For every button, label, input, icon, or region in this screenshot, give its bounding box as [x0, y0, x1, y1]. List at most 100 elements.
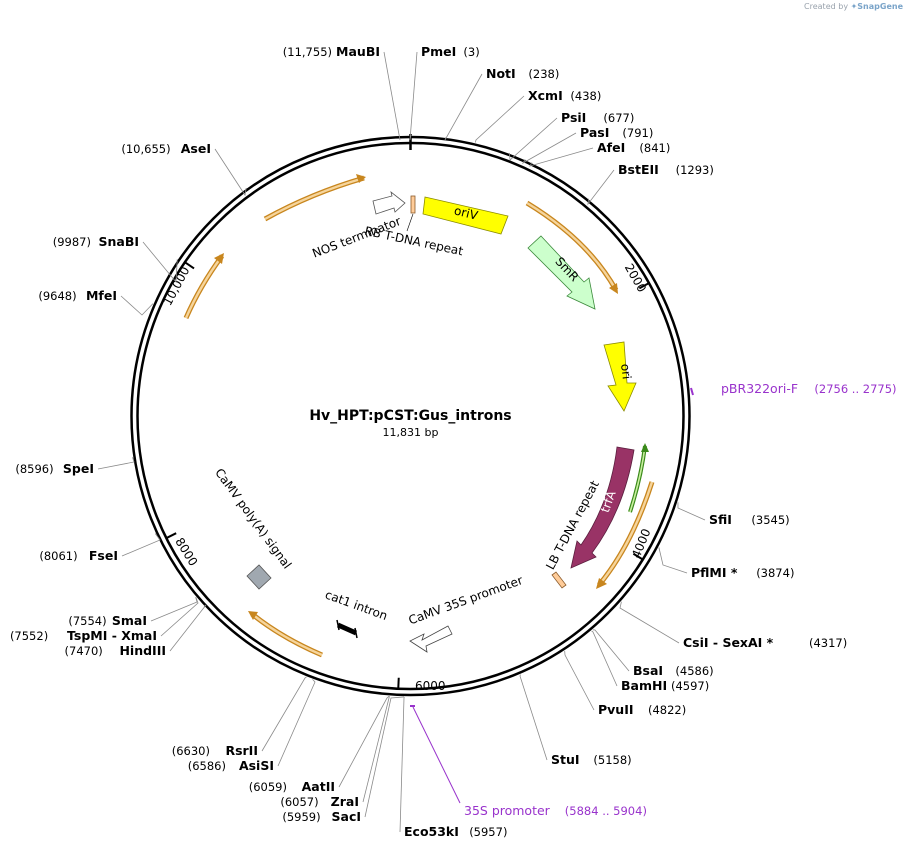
site-leader-line	[97, 457, 135, 470]
site-position: (791)	[622, 126, 653, 140]
site-name: BsaI	[633, 663, 663, 678]
site-leader-line	[150, 597, 198, 622]
site-Eco53kI[interactable]: Eco53kI(5957)	[399, 696, 507, 839]
site-RsrII[interactable]: RsrII(6630)	[172, 676, 307, 758]
primer-annotations: pBR322ori-F(2756 .. 2775) 35S promoter(58…	[410, 381, 897, 818]
primer-pBR322ori-F[interactable]: pBR322ori-F(2756 .. 2775)	[690, 381, 897, 396]
site-PmeI[interactable]: PmeI(3)	[409, 44, 480, 141]
site-BstEII[interactable]: BstEII(1293)	[587, 162, 714, 206]
site-leader-line	[160, 597, 199, 637]
site-AfeI[interactable]: AfeI(841)	[529, 140, 670, 167]
site-BsaI[interactable]: BsaI (4586)	[592, 629, 714, 678]
feature-trfA	[570, 446, 635, 569]
site-position: (5957)	[469, 825, 507, 839]
site-name: PmeI	[421, 44, 456, 59]
site-SnaBI[interactable]: SnaBI (9987)	[53, 234, 178, 284]
site-leader-line	[214, 148, 247, 197]
site-name: SmaI	[112, 613, 147, 628]
site-position: (7554)	[68, 614, 106, 628]
site-name: PsiI	[561, 110, 586, 125]
site-leader-line	[519, 674, 548, 761]
site-CsiI-SexAI[interactable]: CsiI - SexAI *(4317)	[619, 601, 847, 650]
site-name: MauBI	[336, 44, 380, 59]
snapgene-logo-icon: ✦	[850, 2, 858, 11]
primer-name: pBR322ori-F	[721, 381, 798, 396]
site-name: HindIII	[119, 643, 166, 658]
site-StuI[interactable]: StuI(5158)	[519, 674, 632, 767]
label-CaMV-35S-promoter: CaMV 35S promoter	[407, 573, 525, 627]
site-leader-line	[121, 533, 161, 557]
site-AatII[interactable]: AatII(6059)	[249, 695, 390, 794]
site-position: (9987)	[53, 235, 91, 249]
orf-arc-top-left	[263, 175, 365, 222]
tick-mark	[632, 552, 645, 561]
label-CaMV-polyA-signal: CaMV poly(A) signal	[212, 466, 294, 572]
site-leader-line	[677, 502, 706, 521]
site-name: SacI	[332, 809, 362, 824]
plasmid-name: Hv_HPT:pCST:Gus_introns	[309, 408, 512, 424]
site-leader-line	[169, 604, 207, 652]
site-leader-line	[658, 547, 688, 574]
site-position: (8061)	[39, 549, 77, 563]
site-position: (3874)	[756, 566, 794, 580]
site-NotI[interactable]: NotI(238)	[444, 66, 559, 141]
primer-name: 35S promoter	[464, 803, 551, 818]
feature-RB-T-DNA-repeat	[406, 195, 416, 232]
site-position: (9648)	[38, 289, 76, 303]
site-position: (4597)	[671, 679, 709, 693]
site-name: TspMI - XmaI	[67, 628, 157, 643]
site-leader-line	[362, 696, 390, 803]
site-MauBI[interactable]: MauBI(11,755)	[283, 44, 401, 141]
plasmid-length: 11,831 bp	[382, 426, 439, 439]
site-leader-line	[508, 117, 558, 161]
site-leader-line	[564, 650, 595, 711]
label-RB-T-DNA-repeat: RB T-DNA repeat	[363, 224, 464, 259]
site-position: (677)	[603, 111, 634, 125]
site-name: SnaBI	[98, 234, 139, 249]
site-position: (3545)	[751, 513, 789, 527]
site-ZraI[interactable]: ZraI(6057)	[280, 696, 390, 809]
orf-arc-bottom-left	[250, 612, 323, 658]
feature-CaMV-35S-promoter	[409, 625, 453, 653]
site-SmaI[interactable]: SmaI (7554)	[68, 597, 198, 628]
site-MfeI[interactable]: MfeI (9648)	[38, 288, 154, 316]
site-leader-line	[529, 147, 594, 167]
site-leader-line	[474, 95, 525, 143]
site-position: (6057)	[280, 795, 318, 809]
site-leader-line	[142, 241, 178, 284]
feature-oriV	[422, 196, 509, 235]
site-name: AsiSI	[239, 758, 274, 773]
site-name: CsiI - SexAI *	[683, 635, 774, 650]
site-name: FseI	[89, 548, 118, 563]
feature-ori	[603, 341, 637, 412]
site-SfiI[interactable]: SfiI(3545)	[677, 502, 790, 527]
tick-mark	[183, 260, 195, 270]
site-name: PvuII	[598, 702, 634, 717]
site-BamHI[interactable]: BamHI(4597)	[591, 630, 710, 693]
site-SacI[interactable]: SacI(5959)	[282, 696, 405, 824]
site-position: (10,655)	[121, 142, 170, 156]
site-SpeI[interactable]: SpeI(8596)	[15, 457, 135, 476]
primer-35S-promoter[interactable]: 35S promoter(5884 .. 5904)	[410, 705, 647, 818]
site-PflMI[interactable]: PflMI *(3874)	[658, 547, 795, 580]
site-position: (4586)	[675, 664, 713, 678]
primer-mark	[690, 387, 694, 396]
site-name: MfeI	[86, 288, 117, 303]
site-name: SpeI	[63, 461, 94, 476]
site-leader-line	[399, 696, 405, 833]
site-name: StuI	[551, 752, 580, 767]
site-HindIII[interactable]: HindIII(7470)	[65, 604, 207, 658]
site-TspMI-XmaI[interactable]: TspMI - XmaI(7552)	[10, 597, 199, 643]
site-AsiSI[interactable]: AsiSI(6586)	[188, 679, 316, 773]
tick-mark	[397, 677, 400, 690]
site-position: (4822)	[648, 703, 686, 717]
site-PsiI[interactable]: PsiI (677)	[508, 110, 634, 161]
site-name: AseI	[181, 141, 211, 156]
site-AseI[interactable]: AseI (10,655)	[121, 141, 247, 197]
site-PasI[interactable]: PasI(791)	[521, 125, 653, 165]
site-FseI[interactable]: FseI (8061)	[39, 533, 161, 563]
site-XcmI[interactable]: XcmI(438)	[474, 88, 601, 143]
site-PvuII[interactable]: PvuII (4822)	[564, 650, 687, 717]
site-position: (6630)	[172, 744, 210, 758]
